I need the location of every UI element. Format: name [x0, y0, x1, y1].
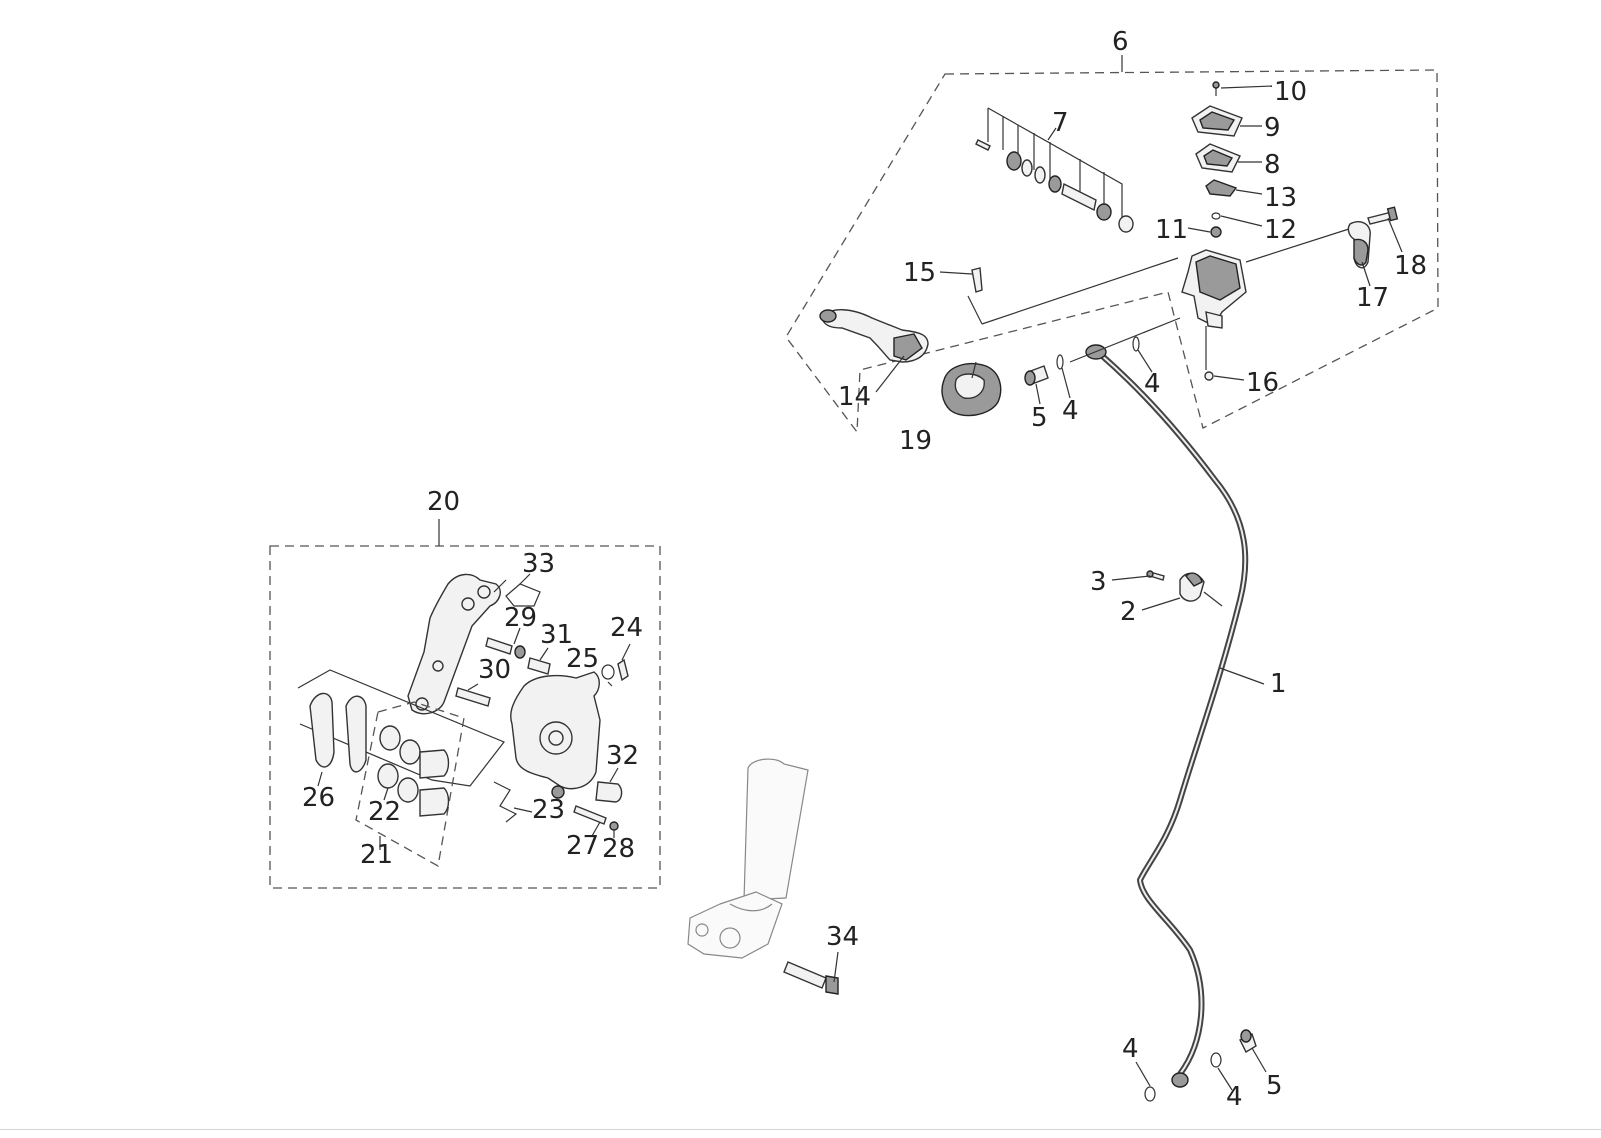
part-34-caliper-bolt	[783, 951, 839, 995]
part-12-clip	[1211, 212, 1263, 227]
callout-22: 22	[368, 797, 401, 827]
group-6-outline	[785, 69, 1439, 434]
callout-5-a: 5	[1031, 403, 1048, 433]
part-24-bleeder-valve	[617, 643, 631, 682]
callout-30: 30	[478, 655, 511, 685]
callout-31: 31	[540, 620, 573, 650]
part-33-anti-rattle-spring	[493, 573, 541, 607]
part-13-diaphragm	[1205, 179, 1263, 197]
part-2-hose-guide	[1141, 572, 1223, 611]
part-23-pad-spring	[493, 781, 533, 823]
callout-17: 17	[1356, 283, 1389, 313]
part-31-boot	[527, 647, 551, 675]
part-25-bleeder-cap	[601, 664, 615, 687]
callout-10: 10	[1274, 77, 1307, 107]
callout-28: 28	[602, 834, 635, 864]
callout-29: 29	[504, 603, 537, 633]
callout-23: 23	[532, 795, 565, 825]
callout-4-c: 4	[1122, 1034, 1139, 1064]
callout-14: 14	[838, 382, 871, 412]
part-15-pivot-bolt	[939, 267, 983, 293]
part-16-bleeder	[1204, 326, 1245, 381]
callout-18: 18	[1394, 251, 1427, 281]
group-20-outline	[269, 545, 661, 889]
part-7-piston-kit	[975, 107, 1134, 233]
part-19-lever-cover	[941, 361, 1002, 417]
callout-27: 27	[566, 831, 599, 861]
part-21-piston-kit	[355, 701, 465, 868]
part-9-reservoir-cap	[1191, 105, 1262, 137]
fork-leg-context	[687, 758, 809, 959]
part-30-slide-pin	[455, 683, 491, 707]
callout-25: 25	[566, 644, 599, 674]
callout-12: 12	[1264, 215, 1297, 245]
callouts: 6 10 7 9 8 13 11 12 18 15 17 4 16 14 4 5…	[302, 27, 1427, 1112]
callout-4-b: 4	[1062, 396, 1079, 426]
callout-3: 3	[1090, 567, 1107, 597]
callout-26: 26	[302, 783, 335, 813]
master-cylinder-group	[785, 55, 1439, 434]
callout-16: 16	[1246, 368, 1279, 398]
part-4-washer-top-a	[1056, 354, 1071, 399]
callout-13: 13	[1264, 183, 1297, 213]
part-26-brake-pads	[309, 692, 367, 787]
part-22-seals-pistons	[377, 725, 450, 817]
part-5-banjo-bolt-bottom	[1239, 1029, 1267, 1073]
part-14-brake-lever	[819, 309, 929, 393]
part-29-slide-pin	[485, 627, 526, 659]
part-10-cap-screw	[1212, 81, 1273, 96]
callout-20: 20	[427, 487, 460, 517]
caliper-body	[510, 671, 601, 799]
callout-7: 7	[1052, 108, 1069, 138]
callout-5-b: 5	[1266, 1071, 1283, 1101]
part-32-pin-plug	[595, 767, 623, 803]
master-cylinder-body	[967, 227, 1353, 329]
part-1-brake-hose	[1085, 344, 1265, 1088]
part-5-banjo-bolt-top	[1024, 317, 1181, 405]
caliper-group	[269, 519, 661, 889]
part-3-guide-screw	[1111, 570, 1165, 581]
callout-15: 15	[903, 258, 936, 288]
part-11-float	[1187, 226, 1222, 238]
callout-9: 9	[1264, 113, 1281, 143]
callout-33: 33	[522, 549, 555, 579]
callout-19: 19	[899, 426, 932, 456]
callout-34: 34	[826, 922, 859, 952]
part-8-diaphragm-plate	[1195, 143, 1262, 173]
callout-4-d: 4	[1226, 1082, 1243, 1112]
callout-21: 21	[360, 840, 393, 870]
callout-1: 1	[1270, 669, 1287, 699]
part-4-washer-top-b	[1132, 336, 1153, 373]
caliper-bracket	[407, 573, 501, 715]
callout-11: 11	[1155, 215, 1188, 245]
part-18-clamp-bolt	[1367, 206, 1403, 253]
part-4-washer-bottom-a	[1135, 1061, 1156, 1102]
part-27-pad-pin	[573, 805, 607, 837]
bottom-rule	[0, 1129, 1601, 1130]
part-28-pad-pin-clip	[609, 821, 619, 838]
callout-24: 24	[610, 613, 643, 643]
callout-2: 2	[1120, 597, 1137, 627]
part-4-washer-bottom-b	[1210, 1052, 1233, 1091]
callout-8: 8	[1264, 150, 1281, 180]
callout-4-a: 4	[1144, 369, 1161, 399]
part-17-handlebar-clamp	[1347, 220, 1371, 287]
callout-6: 6	[1112, 27, 1129, 57]
callout-32: 32	[606, 741, 639, 771]
